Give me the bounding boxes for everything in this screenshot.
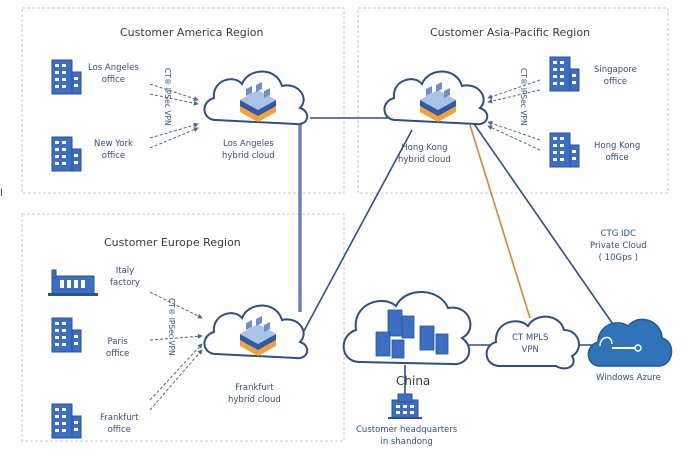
america-region-title: Customer America Region: [120, 26, 264, 39]
hong-kong-hybrid-cloud-icon: [383, 70, 489, 126]
cutoff-text: l: [0, 188, 3, 199]
mpls-cloud-icon: [485, 315, 580, 370]
china-label: China: [396, 374, 431, 388]
los-angeles-hybrid-cloud-icon: [203, 70, 309, 126]
hk-mpls-link: [469, 124, 531, 319]
asia-vpn-arrows: [487, 79, 541, 151]
windows-azure-icon: [587, 318, 673, 367]
los-angeles-office-icon: [51, 59, 82, 95]
europe-vpn-label: CT® IPSec VPN: [167, 298, 176, 356]
europe-region-title: Customer Europe Region: [104, 236, 241, 249]
italy-factory-icon: [48, 269, 98, 296]
frankfurt-hybrid-cloud-icon: [203, 304, 309, 360]
asia-region-title: Customer Asia-Pacific Region: [430, 26, 591, 39]
europe-region-border: [21, 213, 345, 442]
asia-vpn-label: CT® IPSec VPN: [519, 68, 528, 126]
frankfurt-hk-link: [297, 129, 413, 343]
europe-vpn-arrows: [149, 291, 203, 411]
america-region-border: [21, 7, 345, 194]
windows-azure-label: Windows Azure: [596, 373, 661, 383]
new-york-office-icon: [51, 136, 82, 172]
headquarters-building-icon: [388, 393, 422, 419]
singapore-office-icon: [549, 56, 580, 92]
paris-office-icon: [51, 317, 82, 353]
frankfurt-office-icon: [51, 403, 82, 439]
hong-kong-office-icon: [549, 132, 580, 168]
hk-azure-link: [469, 117, 618, 331]
china-cloud-icon: [342, 291, 472, 366]
america-vpn-label: CT® IPSec VPN: [163, 68, 172, 126]
asia-region-border: [357, 7, 669, 194]
america-vpn-arrows: [149, 83, 199, 149]
